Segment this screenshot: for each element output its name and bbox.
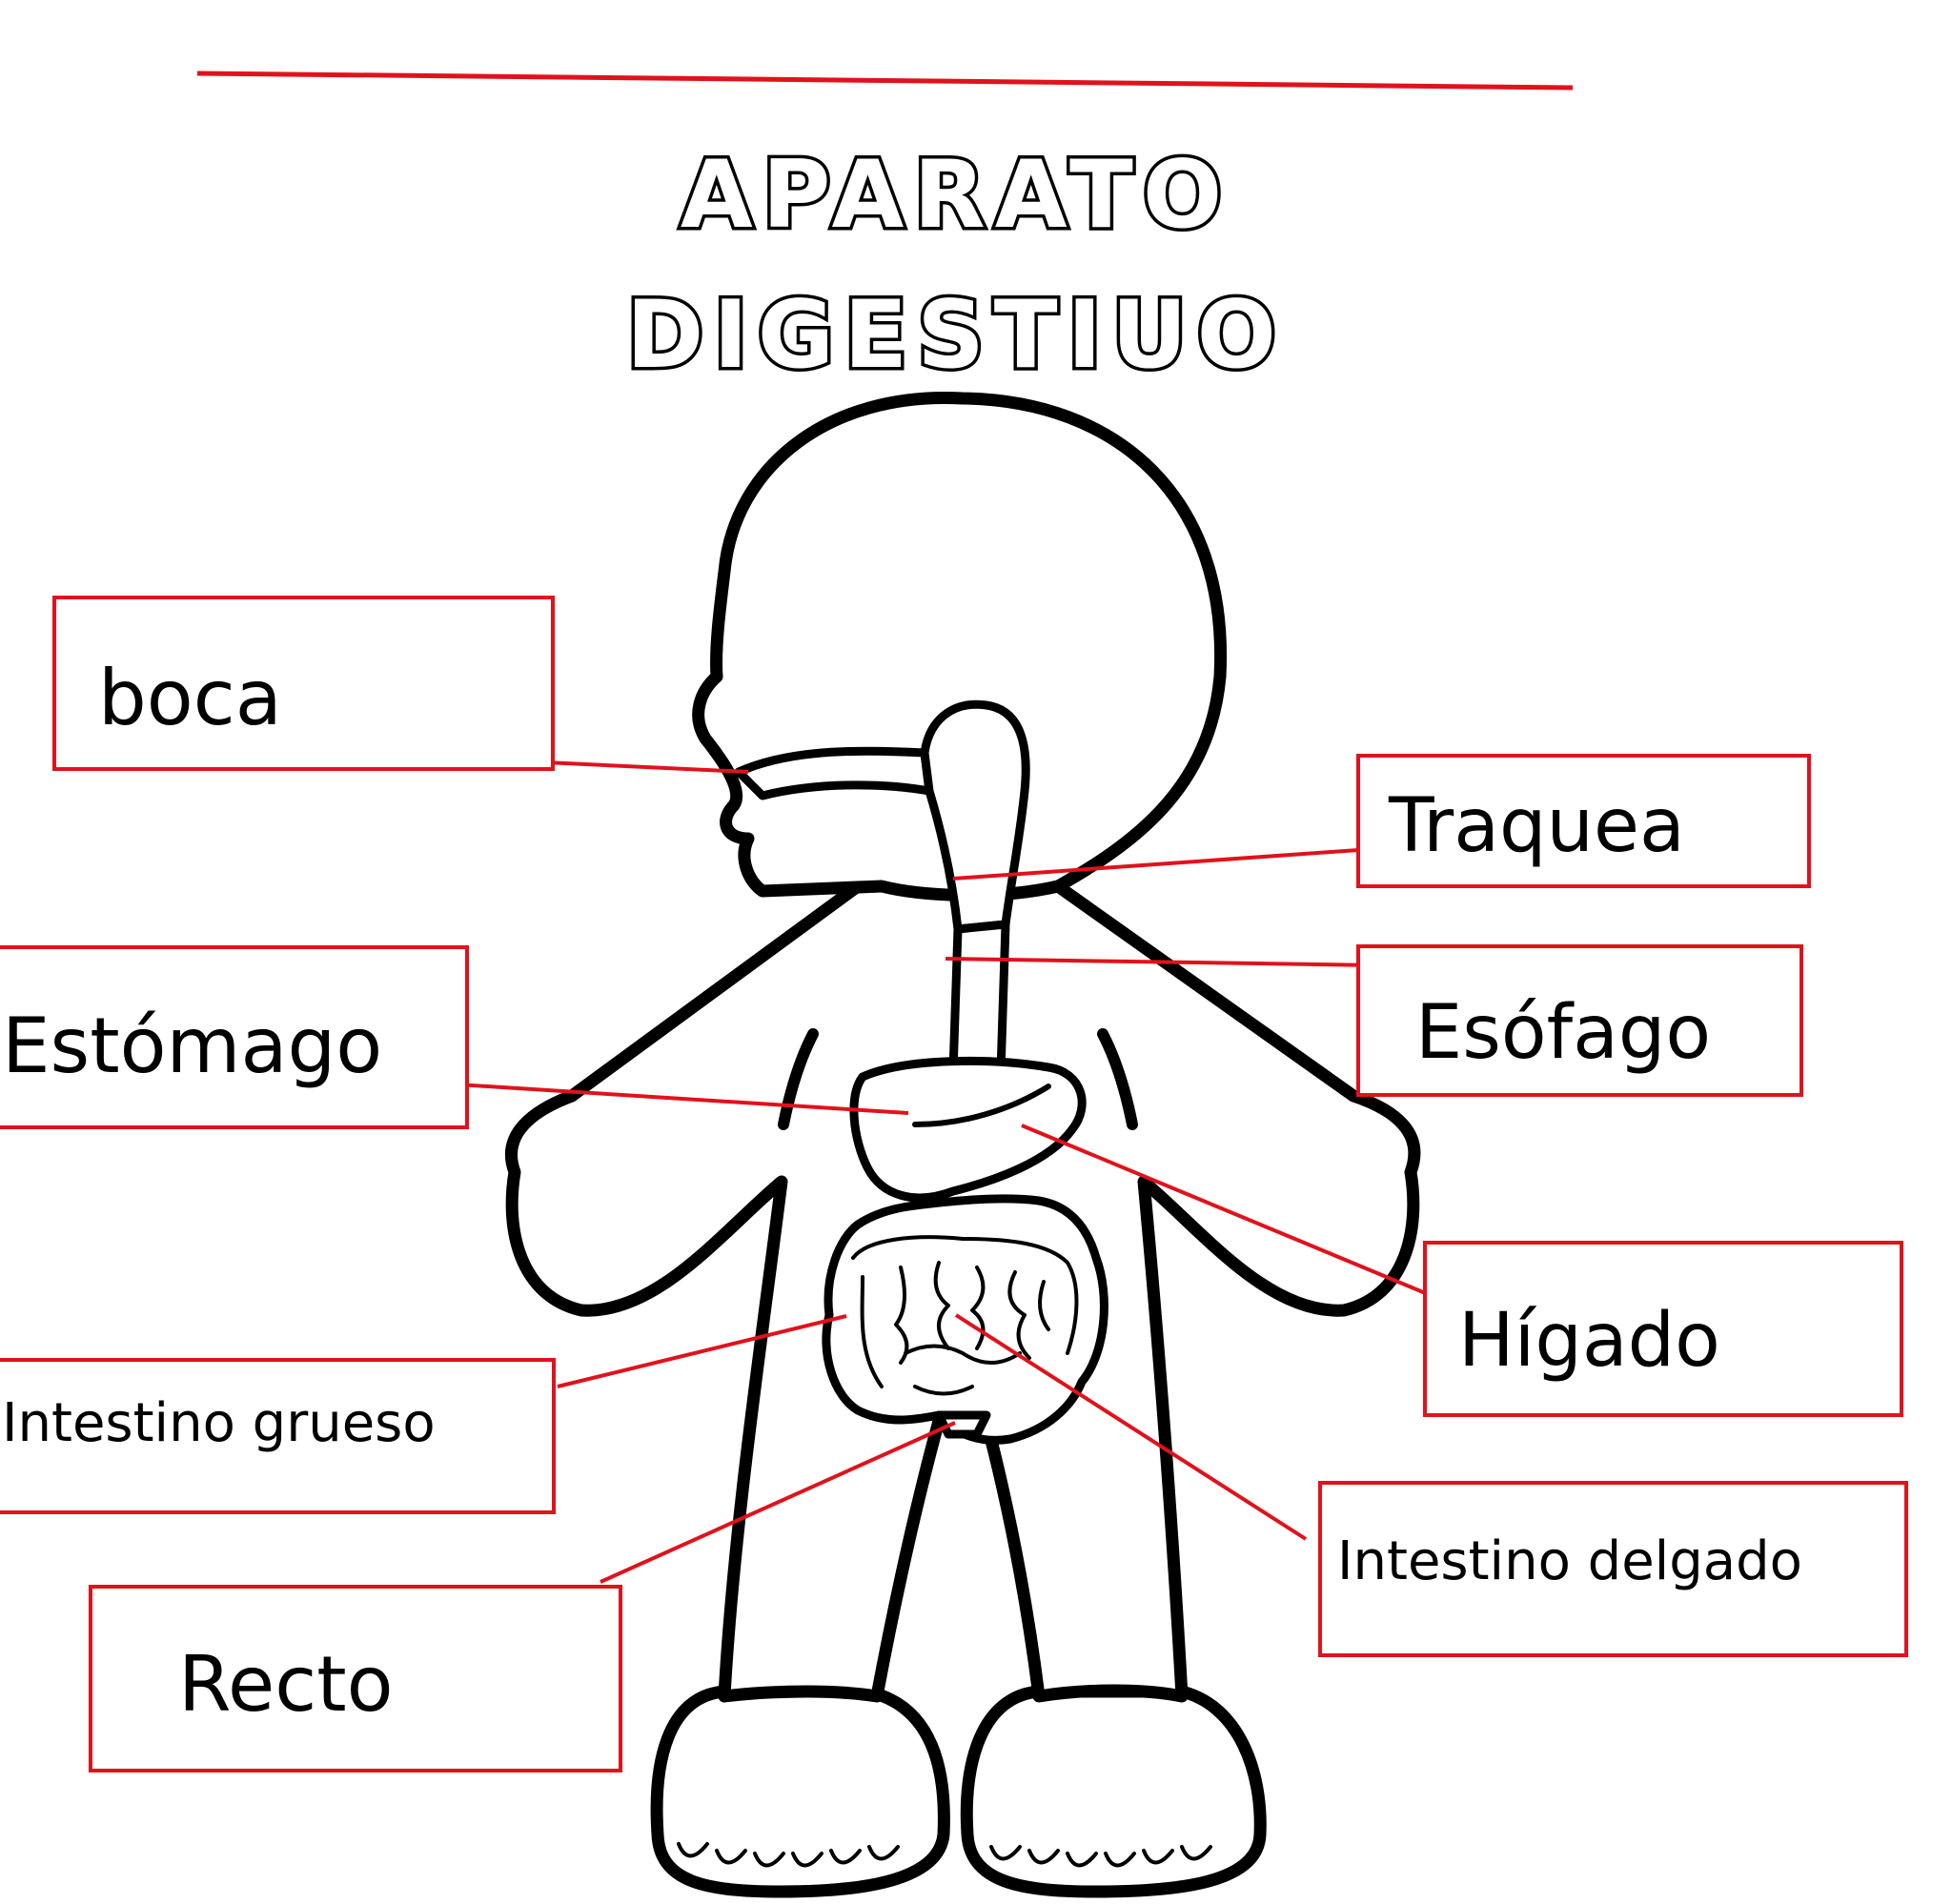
label-higado: Hígado	[1458, 1298, 1720, 1384]
rectum	[939, 1415, 986, 1434]
label-recto: Recto	[178, 1640, 394, 1729]
name-line	[197, 73, 1573, 88]
label-estomago: Estómago	[2, 1002, 382, 1090]
label-esofago: Esófago	[1415, 990, 1711, 1076]
label-traquea: Traquea	[1388, 783, 1685, 869]
title-line-2: DIGESTIUO	[626, 281, 1286, 390]
label-intestino-delgado: Intestino delgado	[1337, 1530, 1802, 1592]
mouth-tongue	[739, 751, 929, 796]
right-foot	[966, 1691, 1260, 1892]
label-intestino-grueso: Intestino grueso	[2, 1392, 436, 1454]
left-foot	[657, 1691, 944, 1892]
title-line-1: APARATO	[681, 141, 1231, 250]
label-boca: boca	[98, 654, 282, 742]
esophagus	[953, 924, 1006, 1072]
